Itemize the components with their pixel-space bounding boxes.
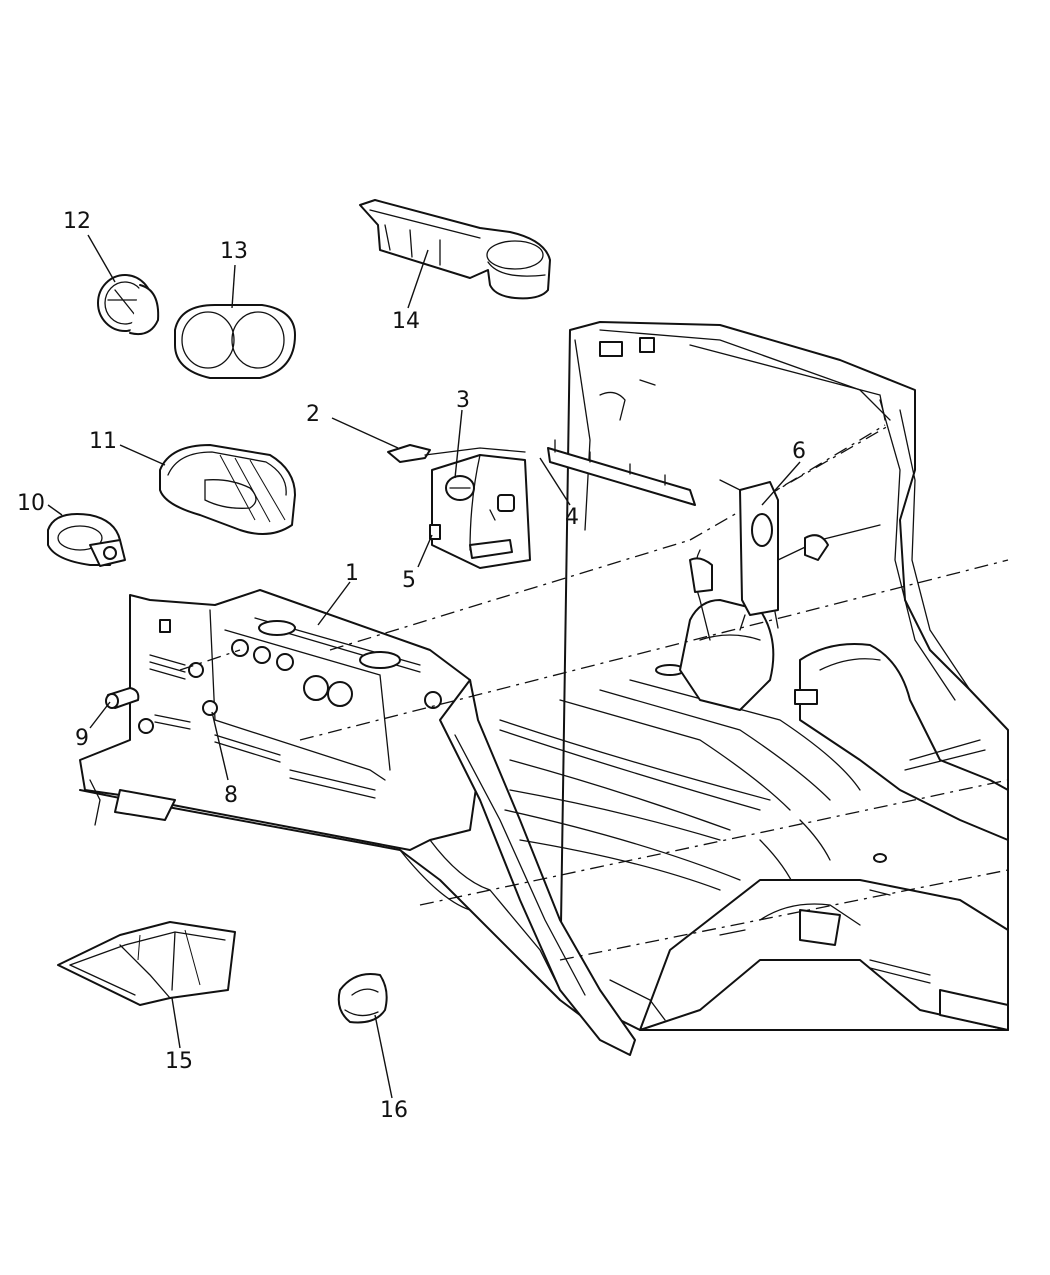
callout-3: 3 <box>456 388 470 413</box>
leader-4 <box>539 457 571 506</box>
leader-10 <box>47 504 63 516</box>
small-plugs <box>105 687 218 716</box>
console-panel-assembly <box>387 439 696 569</box>
callout-1: 1 <box>345 561 359 586</box>
part-14-bin <box>359 199 551 300</box>
rear-trim-panel <box>689 479 881 641</box>
callout-10: 10 <box>17 491 45 516</box>
part-12-insert <box>97 274 160 336</box>
leader-lines <box>47 234 801 1099</box>
part-15-tray <box>57 921 236 1006</box>
leader-1 <box>317 581 351 626</box>
callout-14: 14 <box>392 309 420 334</box>
part-10-clip <box>47 513 126 567</box>
leader-11 <box>119 444 166 466</box>
leader-5 <box>417 534 433 568</box>
callout-4: 4 <box>565 505 579 530</box>
callout-8: 8 <box>224 783 238 808</box>
leader-8 <box>211 711 229 781</box>
callout-12: 12 <box>63 209 91 234</box>
callout-9: 9 <box>75 726 89 751</box>
leader-15 <box>171 997 181 1049</box>
leader-3 <box>454 409 463 479</box>
part-16-cap <box>337 973 388 1024</box>
part-13-double-bezel <box>174 304 296 379</box>
part-11-bezel <box>159 444 296 535</box>
callout-15: 15 <box>165 1049 193 1074</box>
callout-13: 13 <box>220 239 248 264</box>
leader-13 <box>231 264 236 309</box>
leader-9 <box>89 701 111 729</box>
callout-6: 6 <box>792 439 806 464</box>
callout-11: 11 <box>89 429 117 454</box>
callout-5: 5 <box>402 568 416 593</box>
callout-16: 16 <box>380 1098 408 1123</box>
leader-16 <box>374 1014 393 1099</box>
leader-14 <box>407 249 429 309</box>
leader-2 <box>331 417 399 449</box>
leader-6 <box>761 461 801 506</box>
callout-labels: 1 2 3 4 5 6 8 9 10 11 12 13 14 15 16 <box>17 209 806 1123</box>
callout-2: 2 <box>306 402 320 427</box>
leader-12 <box>87 234 116 283</box>
